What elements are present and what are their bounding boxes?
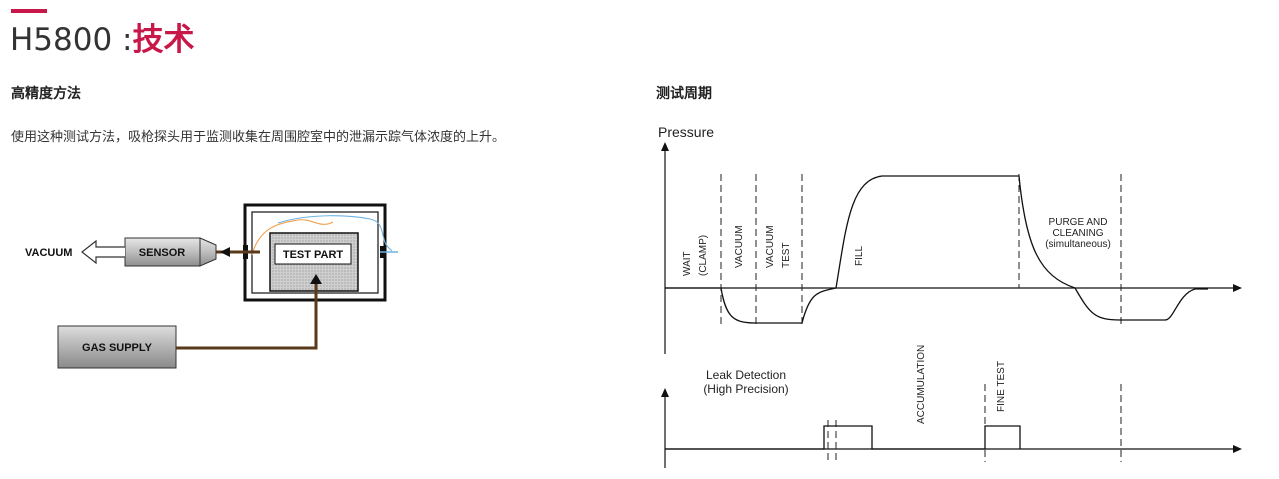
- leak-detection-label-line1: Leak Detection: [706, 368, 786, 382]
- detection-baseline-arrow: [1233, 445, 1242, 453]
- phase-wait-label: WAIT: [682, 251, 693, 276]
- sniffer-diagram: TEST PART SENSOR VACUUM GAS SUPPLY: [25, 203, 398, 369]
- detection-signal: [665, 425, 1021, 450]
- gas-supply-label: GAS SUPPLY: [82, 342, 153, 354]
- method-heading: 高精度方法: [11, 86, 81, 102]
- pressure-baseline-arrow: [1233, 284, 1242, 292]
- leak-detection-label-line2: (High Precision): [703, 382, 788, 396]
- title-model: H5800 :: [10, 22, 133, 58]
- sensor-unit: [124, 237, 217, 267]
- pressure-axis-label: Pressure: [658, 124, 714, 140]
- pressure-curve: [665, 175, 1208, 324]
- phase-vacuum-test-label-1: VACUUM: [765, 225, 776, 268]
- phase-vacuum-label: VACUUM: [734, 225, 745, 268]
- vacuum-label: VACUUM: [25, 247, 72, 259]
- title-accent-bar: [11, 9, 47, 13]
- phase-separators: [720, 174, 1122, 328]
- test-cycle-diagram: Pressure WAIT (CLAMP) VACUUM VACUUM TEST…: [658, 124, 1242, 468]
- purge-label-line3: (simultaneous): [1045, 239, 1111, 250]
- cycle-heading: 测试周期: [656, 86, 712, 102]
- test-part-label-box: [274, 243, 352, 265]
- gas-supply-pipe: [176, 283, 318, 350]
- gas-supply-pipe-arrow: [310, 274, 322, 284]
- phase-vacuum-test-label-2: TEST: [781, 242, 792, 268]
- purge-label-line1: PURGE AND: [1049, 217, 1108, 228]
- tracer-line-orange: [251, 219, 334, 256]
- test-part-label: TEST PART: [283, 249, 344, 261]
- sensor-label: SENSOR: [139, 247, 186, 259]
- phase-clamp-label: (CLAMP): [698, 235, 709, 276]
- sniffer-probe-arrow: [220, 247, 230, 257]
- fine-test-label: FINE TEST: [996, 361, 1007, 412]
- phase-fill-label: FILL: [854, 246, 865, 266]
- purge-label-line2: CLEANING: [1052, 228, 1103, 239]
- detection-separators: [827, 384, 1122, 462]
- title-tech: 技术: [132, 22, 195, 58]
- page-title: H5800 :技术: [10, 20, 195, 60]
- tracer-line-blue: [277, 215, 393, 252]
- detection-y-axis-arrow: [661, 388, 669, 397]
- pressure-y-axis-arrow: [661, 142, 669, 151]
- method-description: 使用这种测试方法，吸枪探头用于监测收集在周围腔室中的泄漏示踪气体浓度的上升。: [11, 130, 506, 145]
- vacuum-arrow: [81, 239, 125, 265]
- gas-supply-unit: [57, 325, 177, 369]
- accumulation-label: ACCUMULATION: [916, 345, 927, 424]
